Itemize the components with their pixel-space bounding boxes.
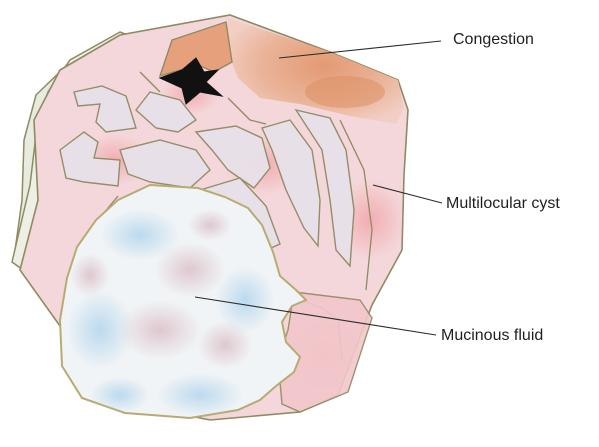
fluid-pink-patch bbox=[188, 209, 232, 241]
congestion-spot bbox=[305, 76, 385, 108]
mucinous-fluid-label: Mucinous fluid bbox=[441, 327, 543, 345]
fluid-blue-patch bbox=[90, 377, 150, 413]
congestion-label: Congestion bbox=[453, 31, 534, 49]
fluid-pink-patch bbox=[154, 242, 226, 298]
fluid-blue-patch bbox=[156, 373, 244, 417]
fluid-pink-patch bbox=[118, 300, 202, 360]
fluid-pink-patch bbox=[197, 321, 253, 369]
fluid-pink-patch bbox=[70, 253, 110, 297]
multilocular-cyst-label: Multilocular cyst bbox=[446, 195, 560, 213]
